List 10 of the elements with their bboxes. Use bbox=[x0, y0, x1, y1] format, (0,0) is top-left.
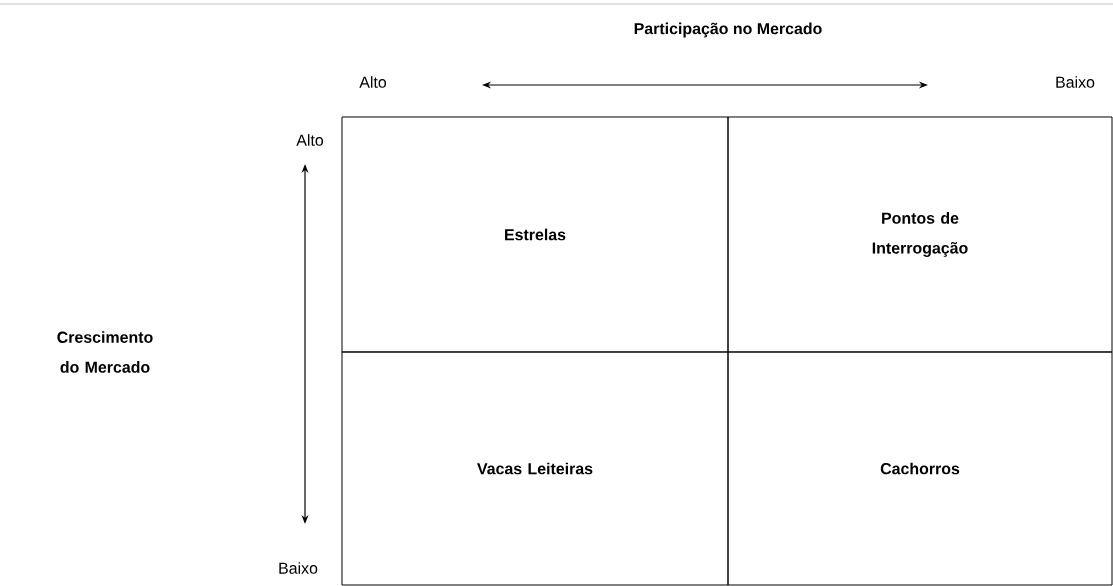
matrix-cell: Pontos de Interrogação bbox=[727, 116, 1113, 353]
matrix-cell: Cachorros bbox=[727, 351, 1113, 586]
axis-label: Alto bbox=[359, 76, 387, 88]
axis-label: Alto bbox=[296, 134, 324, 146]
matrix-cell: Estrelas bbox=[341, 116, 729, 353]
axis-label: Participação no Mercado bbox=[634, 22, 822, 38]
axis-label: Baixo bbox=[1056, 76, 1095, 88]
matrix-cell: Vacas Leiteiras bbox=[341, 351, 729, 586]
axis-label: Baixo bbox=[279, 562, 318, 574]
axis-label: Crescimento do Mercado bbox=[57, 331, 153, 373]
